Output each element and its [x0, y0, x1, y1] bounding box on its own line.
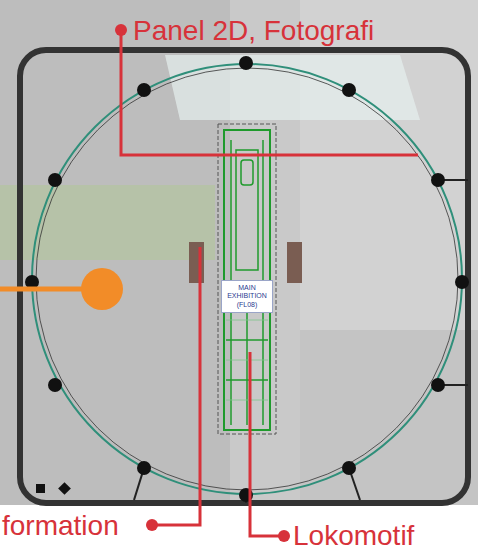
callout-label: formation [2, 512, 119, 540]
node-text: MAIN EXHIBITION (FL08) [225, 284, 269, 308]
exhibit-tag: MAIN EXHIBITION (FL08) [221, 280, 273, 313]
callout-label: Lokomotif [293, 522, 414, 550]
callout-label: Panel 2D, Fotografi [133, 17, 374, 45]
